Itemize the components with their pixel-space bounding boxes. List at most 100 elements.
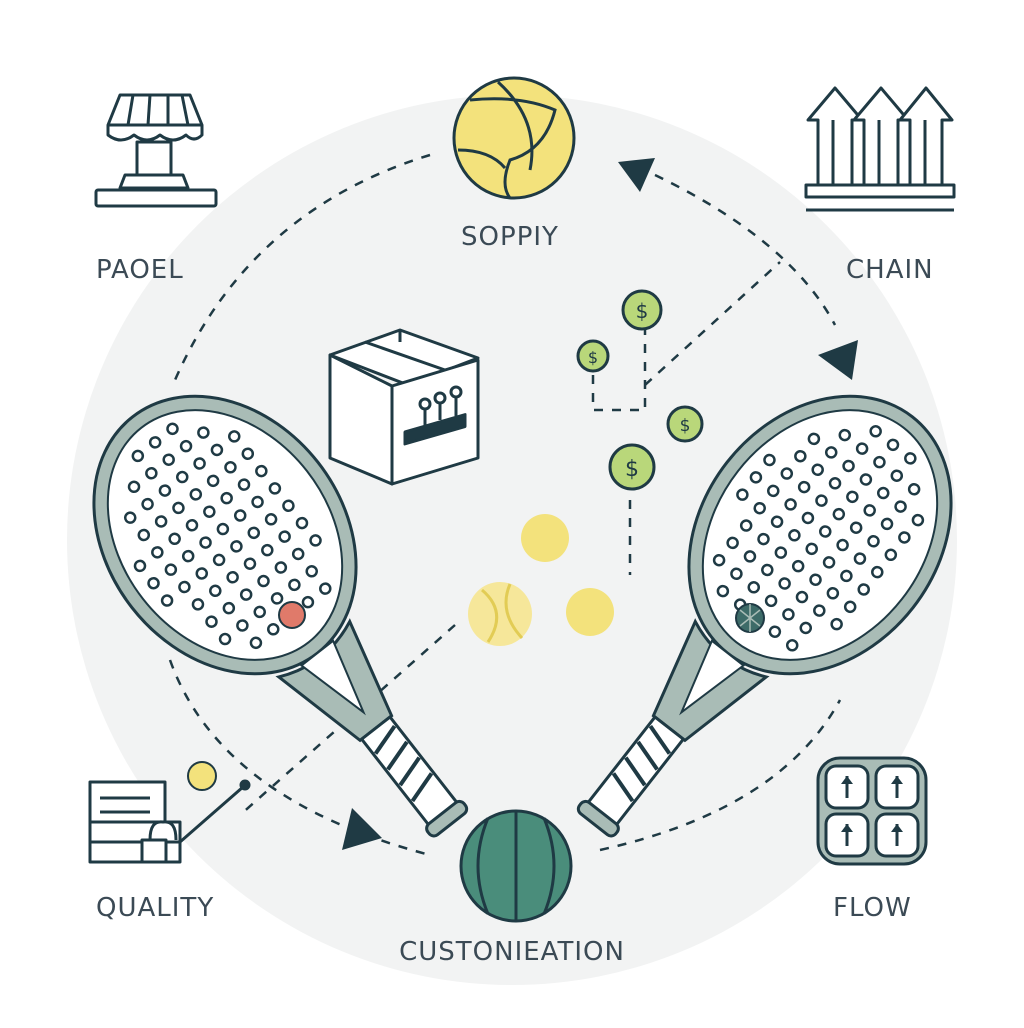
racket-hole xyxy=(867,535,880,548)
racket-hole xyxy=(220,491,233,505)
arrowheads xyxy=(342,158,858,850)
racket-hole xyxy=(222,601,236,615)
racket-hole xyxy=(255,464,268,478)
dashed-arc-bottom-right xyxy=(599,699,842,852)
dark-ball-icon xyxy=(735,603,765,633)
label-top-left: PAOEL xyxy=(96,255,184,285)
coin-icon: $ xyxy=(608,443,656,491)
racket-hole xyxy=(785,639,799,652)
coin-icon: $ xyxy=(666,405,704,443)
racket-hole xyxy=(780,467,794,480)
racket-hole xyxy=(210,443,224,457)
racket-hole xyxy=(168,532,181,546)
racket-hole xyxy=(788,529,801,542)
yellow-ball xyxy=(521,514,569,562)
racket-hole xyxy=(241,447,255,460)
racket-hole xyxy=(853,552,867,565)
racket-hole xyxy=(305,565,318,578)
racket-hole xyxy=(237,478,251,491)
coin-symbol: $ xyxy=(636,299,649,323)
racket-hole xyxy=(873,455,886,469)
racket-hole xyxy=(264,513,278,526)
racket-hole xyxy=(880,517,894,531)
red-dot xyxy=(278,601,306,629)
dashed-coin-links xyxy=(591,330,647,412)
background-disc xyxy=(67,95,957,985)
racket-hole xyxy=(148,436,162,449)
racket-hole xyxy=(886,438,900,452)
racket-hole xyxy=(123,511,137,524)
racket-hole xyxy=(154,515,168,528)
coin-icon: $ xyxy=(576,339,610,373)
racket-hole xyxy=(224,461,237,474)
racket-hole xyxy=(278,530,291,543)
arrowhead-bottom-left xyxy=(342,808,382,850)
racket-hole xyxy=(230,540,243,553)
arrowhead-top-right xyxy=(618,158,655,192)
dashed-line-coins xyxy=(644,261,781,386)
racket-hole xyxy=(253,605,266,619)
racket-hole xyxy=(141,497,154,511)
flow-grid-icon xyxy=(816,756,928,866)
racket-hole xyxy=(753,501,766,515)
arrows-chain-icon xyxy=(804,86,956,212)
racket-hole xyxy=(815,494,828,507)
racket-hole xyxy=(267,623,280,636)
racket-hole xyxy=(158,484,172,497)
racket-holes xyxy=(712,425,925,652)
dashed-line-ball-to-quality xyxy=(239,624,456,816)
racket-hole xyxy=(826,587,840,600)
racket-hole xyxy=(857,583,870,596)
racket-hole xyxy=(849,521,863,534)
dashed-arc-bottom-left xyxy=(168,659,431,857)
racket-hole xyxy=(778,577,791,590)
racket-hole xyxy=(195,567,209,580)
racket-hole xyxy=(782,608,795,621)
racket-hole xyxy=(212,553,226,567)
racket-hole xyxy=(828,477,842,490)
teal-ball-icon xyxy=(459,809,573,923)
racket-hole xyxy=(846,490,859,504)
racket-hole xyxy=(309,534,322,547)
racket-hole xyxy=(203,505,216,518)
racket-hole xyxy=(181,549,195,563)
racket-hole xyxy=(739,519,753,532)
racket-hole xyxy=(898,531,911,544)
racket-grip xyxy=(373,724,434,803)
shop-stand-icon xyxy=(94,93,218,208)
racket-hole xyxy=(261,543,274,557)
racket-hole xyxy=(819,525,832,538)
racket-hole xyxy=(791,559,805,573)
tennis-ball-icon xyxy=(452,76,576,200)
racket-hole xyxy=(799,621,813,635)
racket-hole xyxy=(175,470,189,484)
racket-grip xyxy=(611,724,672,803)
racket-hole xyxy=(247,526,261,540)
racket-hole xyxy=(268,482,282,495)
coin-icon: $ xyxy=(621,289,663,331)
label-bottom-left: QUALITY xyxy=(96,893,215,923)
racket-hole xyxy=(832,507,846,521)
racket-hole xyxy=(911,513,925,527)
racket-hole xyxy=(801,511,815,525)
package-box-icon xyxy=(328,328,480,486)
racket-hole xyxy=(228,430,241,443)
racket-hole xyxy=(863,504,876,517)
coins: $ $ $ $ xyxy=(576,289,704,491)
racket-hole xyxy=(764,594,778,608)
racket-hole xyxy=(811,463,824,476)
racket-hole xyxy=(890,469,904,482)
racket-hole xyxy=(904,452,917,465)
racket-hole xyxy=(185,518,199,532)
coin-symbol: $ xyxy=(625,457,639,482)
dashed-arc-top-right xyxy=(654,173,837,326)
flow-arrows xyxy=(168,153,842,857)
racket-hole xyxy=(743,550,757,563)
racket-hole xyxy=(907,482,921,496)
racket-hole xyxy=(894,500,907,513)
racket-hole xyxy=(712,553,726,567)
racket-hole xyxy=(768,625,782,638)
racket-hole xyxy=(813,604,826,617)
racket-hole xyxy=(243,557,257,570)
